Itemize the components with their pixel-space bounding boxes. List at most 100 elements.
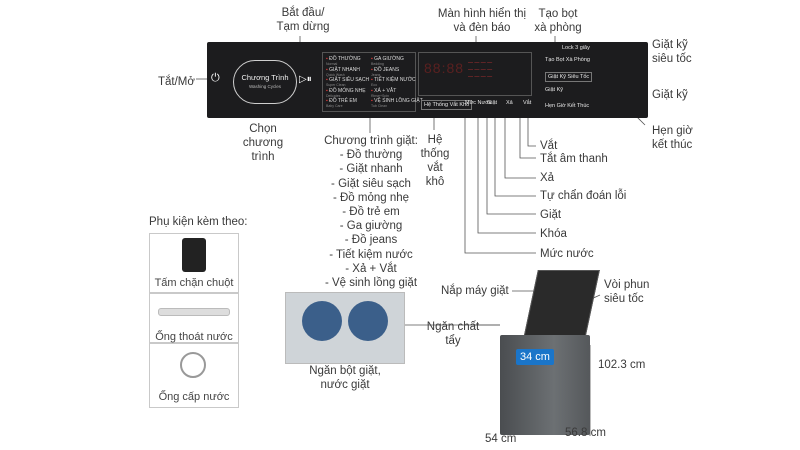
- power-icon[interactable]: ⏻: [211, 72, 220, 84]
- label-mute: Tắt âm thanh: [540, 153, 608, 165]
- wash-program-item: - Ga giường: [339, 220, 403, 233]
- spin-button[interactable]: Vắt: [523, 100, 532, 106]
- label-lock: Khóa: [540, 228, 567, 240]
- label-water-level: Mức nước: [540, 248, 594, 260]
- wash-program-item: - Giặt nhanh: [339, 163, 403, 176]
- program-led-icon: ▪: [326, 56, 330, 62]
- wash-program-item: - Giặt siêu sạch: [331, 177, 411, 190]
- wash-program-item: - Đồ jeans: [344, 234, 398, 247]
- tray-left-fan: [302, 301, 342, 341]
- display-digits: 88:88: [424, 60, 465, 76]
- program-sub: Baby Care: [326, 104, 343, 108]
- label-deep-wash: Giặt kỹ: [652, 89, 688, 101]
- label-power: Tắt/Mở: [158, 76, 195, 88]
- wash-program-item: - Xả + Vắt: [345, 262, 397, 275]
- option-quick-wash[interactable]: Giặt Kỹ Siêu Tốc: [545, 72, 593, 82]
- program-led-icon: ▪: [371, 87, 375, 94]
- option-foam[interactable]: Tạo Bọt Xà Phòng: [545, 57, 590, 63]
- program-name: ĐỒ TRẺ EM: [329, 98, 357, 104]
- acc-filter-image: [149, 233, 239, 293]
- wash-program-item: - Đồ trẻ em: [342, 206, 400, 219]
- wash-program-list: Chương trình giặt: - Đồ thường- Giặt nhan…: [316, 134, 426, 290]
- program-sub: Rinse+Spin: [371, 93, 389, 98]
- acc-inlet-image: [149, 343, 239, 408]
- program-sub: Bedding: [371, 62, 384, 66]
- program-name: XẢ + VẮT: [374, 87, 397, 94]
- wash-program-item: - Vệ sinh lồng giặt: [324, 277, 418, 290]
- tray-right-fan: [348, 301, 388, 341]
- acc-drain-image: [149, 293, 239, 343]
- program-sub: Eco: [371, 83, 378, 87]
- program-sub: Normal: [326, 62, 338, 66]
- wash-button[interactable]: Giặt: [487, 100, 498, 106]
- cycle-dial[interactable]: [233, 60, 297, 104]
- option-deep-wash[interactable]: Giặt Kỹ: [545, 87, 564, 93]
- tub-dry-button[interactable]: Hệ Thống Vắt Khô: [421, 100, 473, 110]
- water-level-button[interactable]: Mức Nước: [465, 100, 492, 106]
- label-dim-width: 54 cm: [485, 433, 517, 445]
- rinse-button[interactable]: Xả: [506, 100, 513, 106]
- label-dim-depth2: 56.8 cm: [565, 427, 606, 439]
- accessories-title: Phụ kiện kèm theo:: [149, 216, 248, 228]
- label-start-pause: Bắt đầu/Tạm dừng: [276, 7, 330, 33]
- label-dim-height: 102.3 cm: [598, 359, 646, 371]
- program-sub: Jeans: [371, 72, 381, 77]
- program-name: VỆ SINH LỒNG GIẶT: [374, 98, 423, 104]
- filter-icon: [182, 238, 206, 272]
- program-list-box: [322, 52, 416, 112]
- display-box: [418, 52, 532, 96]
- acc-inlet-label: Ống cấp nước: [158, 391, 230, 403]
- start-pause-icon[interactable]: ▷⏸: [299, 74, 312, 85]
- label-lid: Nắp máy giặt: [441, 285, 509, 297]
- wash-program-title: Chương trình giặt:: [324, 135, 418, 147]
- wash-program-item: - Tiết kiệm nước: [329, 248, 413, 261]
- label-self-diag: Tự chẩn đoán lỗi: [540, 190, 627, 202]
- label-spin: Vắt: [540, 140, 558, 152]
- program-sub: Quick Wash: [326, 72, 345, 77]
- drain-hose-icon: [158, 308, 230, 316]
- program-name: GIẶT SIÊU SẠCH: [329, 77, 370, 83]
- program-led-icon: ▪: [371, 56, 375, 62]
- program-name: ĐỒ THƯỜNG: [329, 56, 361, 62]
- wash-program-item: - Đồ mỏng nhẹ: [332, 191, 410, 204]
- acc-drain-label: Ống thoát nước: [155, 331, 233, 343]
- display-indicators: — — — —— — — —— — — —: [468, 60, 493, 80]
- acc-filter-label: Tấm chặn chuột: [154, 277, 234, 289]
- program-led-icon: ▪: [326, 87, 330, 94]
- label-wash: Giặt: [540, 209, 562, 221]
- program-name: ĐỒ JEANS: [374, 66, 400, 73]
- program-name: GIẶT NHANH: [329, 66, 360, 73]
- label-rinse: Xả: [540, 172, 555, 184]
- inlet-hose-icon: [180, 352, 206, 378]
- program-sub: Delicates: [326, 93, 341, 98]
- dim-depth-badge: 34 cm: [516, 349, 554, 365]
- powder-tray-image: [285, 292, 405, 364]
- option-timer[interactable]: Hẹn Giờ Kết Thúc: [545, 103, 590, 109]
- program-led-icon: ▪: [326, 98, 330, 104]
- wash-program-item: - Đồ thường: [339, 149, 403, 162]
- lock-hint: Lock 3 giây: [562, 45, 590, 51]
- program-sub: Tub Clean: [371, 104, 388, 108]
- program-led-icon: ▪: [326, 66, 330, 73]
- program-sub: Super Clean: [326, 83, 346, 87]
- program-name: ĐỒ MỎNG NHẸ: [329, 87, 366, 94]
- cycle-subtitle: Washing Cycles: [248, 84, 282, 89]
